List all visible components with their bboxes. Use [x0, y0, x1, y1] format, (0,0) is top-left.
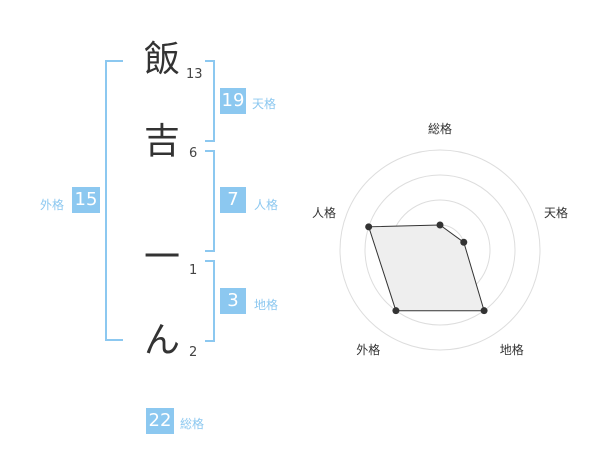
gaikaku-bracket [105, 60, 123, 341]
jinkaku-bracket [205, 150, 215, 252]
radar-point-2 [480, 307, 488, 315]
stroke-count-3: 1 [189, 263, 198, 278]
radar-axis-label: 外格 [356, 342, 381, 357]
name-char-3: 一 [144, 237, 181, 278]
radar-chart [339, 149, 541, 351]
radar-ring-3 [364, 174, 516, 326]
radar-point-0 [436, 221, 444, 229]
soukaku-label: 総格 [180, 417, 205, 431]
radar-point-1 [460, 238, 468, 246]
name-char-4: ん [144, 320, 181, 361]
chikaku-bracket [205, 260, 215, 342]
tenkaku-badge: 19 [220, 88, 246, 114]
chikaku-label: 地格 [254, 298, 279, 312]
tenkaku-label: 天格 [252, 97, 277, 111]
soukaku-badge: 22 [146, 408, 174, 434]
name-char-1: 飯 [144, 39, 181, 80]
radar-point-4 [365, 223, 373, 231]
stroke-count-2: 6 [189, 146, 198, 161]
radar-point-3 [392, 307, 400, 315]
radar-axis-label: 人格 [311, 206, 336, 221]
gaikaku-badge: 15 [72, 187, 100, 213]
stroke-count-4: 2 [189, 345, 198, 360]
gaikaku-label: 外格 [40, 198, 65, 212]
tenkaku-bracket [205, 60, 215, 142]
radar-area [368, 224, 485, 312]
name-char-2: 吉 [144, 121, 181, 162]
radar-axis-label: 総格 [428, 122, 453, 136]
chikaku-badge: 3 [220, 288, 246, 314]
radar-axis-label: 地格 [499, 342, 524, 357]
jinkaku-label: 人格 [254, 198, 279, 212]
radar-axis-label: 天格 [544, 206, 569, 221]
stroke-count-1: 13 [186, 67, 203, 82]
radar-ring-4 [339, 149, 541, 351]
jinkaku-badge: 7 [220, 187, 246, 213]
